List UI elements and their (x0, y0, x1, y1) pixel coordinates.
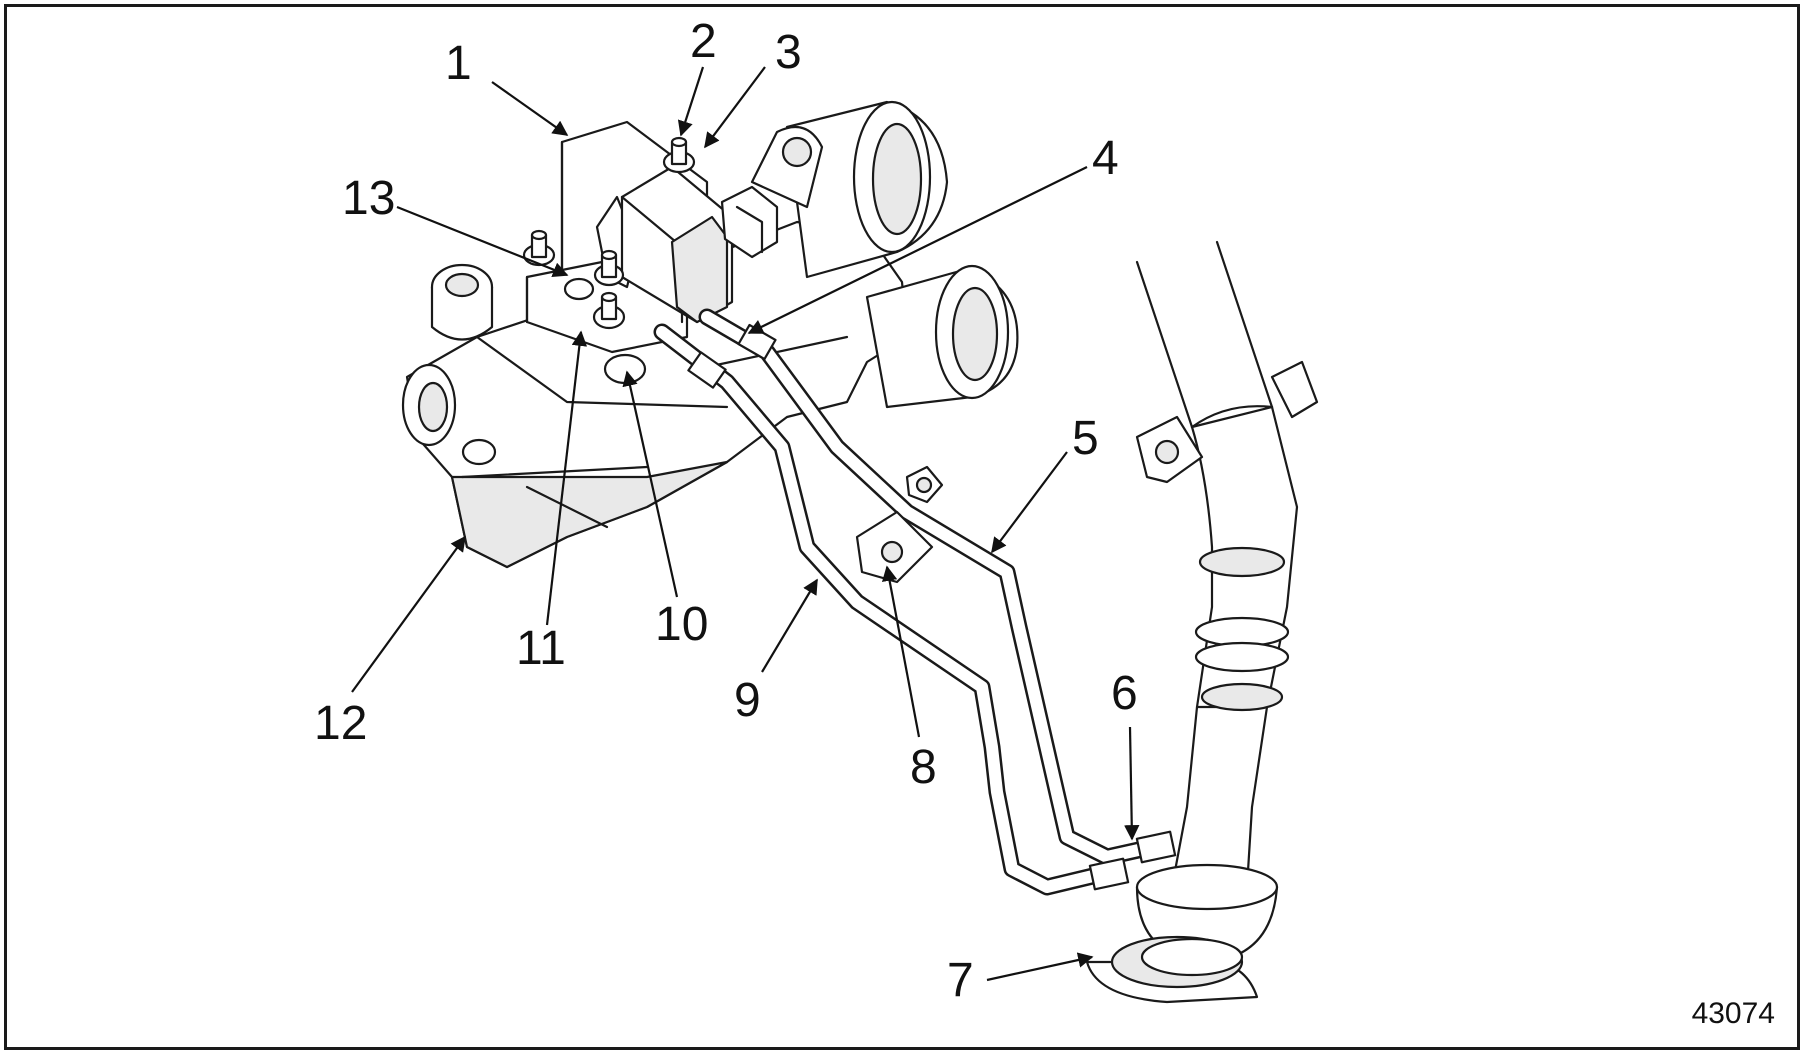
callout-10: 10 (655, 598, 709, 651)
exhaust-pipe (1085, 240, 1319, 1004)
callout-4: 4 (1092, 132, 1119, 185)
callout-9: 9 (734, 674, 761, 727)
callout-8: 8 (910, 741, 937, 794)
callout-leaders (351, 66, 1140, 982)
tube-assemblies (653, 308, 1177, 896)
figure-id-label: 43074 (1691, 997, 1775, 1030)
callout-11: 11 (516, 622, 566, 675)
tube-clamp (855, 465, 944, 584)
technical-illustration (351, 66, 1319, 1004)
housing-casting (401, 100, 1019, 569)
pressure-sensor (620, 165, 779, 324)
callout-13: 13 (342, 172, 396, 225)
callout-2: 2 (690, 15, 717, 68)
studs-and-nuts (522, 136, 696, 385)
callout-5: 5 (1072, 412, 1099, 465)
callout-1: 1 (445, 37, 472, 90)
callout-3: 3 (775, 26, 802, 79)
callout-7: 7 (947, 954, 974, 1007)
figure-frame: 1 2 3 4 5 6 7 8 9 10 11 12 13 43074 (4, 4, 1800, 1050)
callout-12: 12 (314, 697, 368, 750)
callout-6: 6 (1111, 667, 1138, 720)
